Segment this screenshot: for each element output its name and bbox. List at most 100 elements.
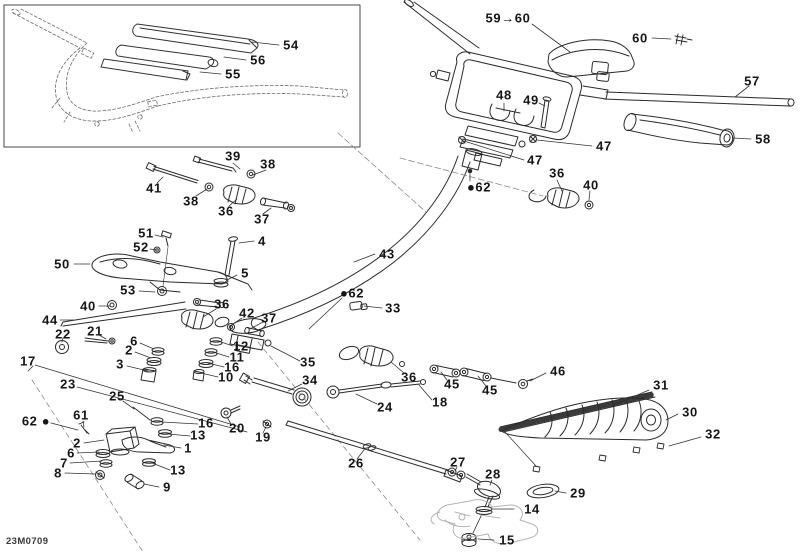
part-callout-1: 1: [184, 440, 192, 456]
part-26-27-rod: [285, 420, 482, 486]
part-callout-27: 27: [450, 454, 466, 470]
part-39-41-tie-rods: [145, 155, 295, 212]
part-callout-55: 55: [225, 66, 241, 82]
part-2-1-block-bracket: [105, 426, 175, 456]
part-callout-57: 57: [744, 73, 760, 89]
part-24-18-links: [326, 379, 426, 399]
part-callout-37: 37: [261, 310, 277, 326]
part-callout-6: 6: [130, 333, 138, 349]
part-61-62-screw: [78, 421, 90, 435]
part-callout-43: 43: [379, 246, 395, 262]
part-callout-9: 9: [163, 479, 171, 495]
part-callout-21: 21: [87, 323, 103, 339]
part-callout-46: 46: [550, 363, 566, 379]
part-51-52-53-4-5-hardware: [153, 230, 238, 296]
part-callout-3: 3: [116, 356, 124, 372]
part-callout-13: 13: [170, 462, 186, 478]
part-callout-62: ●62: [339, 285, 365, 301]
part-callout-18: 18: [432, 394, 448, 410]
part-callout-52: 52: [133, 239, 149, 255]
part-callout-2: 2: [125, 342, 133, 358]
part-callout-47: 47: [527, 152, 543, 168]
part-54-56-55-pads: [100, 23, 259, 81]
part-callout-10: 10: [218, 369, 234, 385]
part-callout-12: 12: [233, 338, 249, 354]
part-callout-17: 17: [20, 353, 36, 369]
part-callout-11: 11: [229, 349, 245, 365]
part-callout-6: 6: [67, 445, 75, 461]
part-30-handle: [501, 397, 669, 441]
part-35-lower-clamp: [229, 333, 272, 354]
part-callout-41: 41: [146, 180, 162, 196]
part-29-ring: [526, 483, 560, 499]
part-callout-62: 62 ●: [21, 413, 51, 429]
part-callout-54: 54: [283, 37, 299, 53]
part-callout-7: 7: [60, 455, 68, 471]
block-axis-line: [31, 379, 144, 552]
part-callout-38: 38: [260, 156, 276, 172]
part-59-60-pad: [547, 39, 635, 82]
part-callout-36: 36: [549, 165, 565, 181]
part-callout-58: 58: [755, 131, 771, 147]
part-callout-51: 51: [138, 225, 154, 241]
part-callout-34: 34: [302, 372, 318, 388]
part-callout-36: 36: [214, 296, 230, 312]
part-57-handlebar-tubes: [403, 0, 795, 107]
part-47-48-49-clamp-plate: [429, 51, 609, 171]
part-callout-22: 22: [55, 326, 71, 342]
part-callout-4: 4: [258, 233, 266, 249]
construction-line-inset: [337, 132, 427, 213]
inset-handlebar-ghost: [11, 8, 348, 134]
part-callout-42: 42: [239, 305, 255, 321]
part-callout-37: 37: [254, 211, 270, 227]
part-callout-61: 61: [73, 407, 89, 423]
part-callout-16: 16: [224, 359, 240, 375]
part-60-screw: [674, 33, 693, 46]
part-43-steering-column: [250, 155, 471, 331]
part-58-grip: [623, 112, 735, 148]
part-callout-26: 26: [348, 455, 364, 471]
part-36-40-coupler-right: [467, 168, 594, 210]
part-6-2-3-stack: [140, 347, 165, 383]
part-callout-45: 45: [482, 382, 498, 398]
part-callout-35: 35: [300, 354, 316, 370]
part-callout-20: 20: [229, 420, 245, 436]
part-callout-53: 53: [120, 282, 136, 298]
part-callout-19: 19: [255, 429, 271, 445]
part-12-11-16-10-stack: [192, 337, 223, 382]
part-callout-33: 33: [385, 300, 401, 316]
part-callout-44: 44: [42, 312, 58, 328]
part-28-14-15-ball-joint: [461, 480, 502, 547]
part-callout-5: 5: [241, 265, 249, 281]
part-callout-30: 30: [682, 404, 698, 420]
construction-line-upper: [399, 157, 544, 197]
part-callout-40: 40: [80, 298, 96, 314]
drawing-code: 23M0709: [6, 536, 49, 547]
part-callout-32: 32: [705, 426, 721, 442]
part-32-clips: [504, 431, 665, 473]
part-callout-49: 49: [523, 92, 539, 108]
part-callout-38: 38: [183, 193, 199, 209]
part-6-7-8-9-13-washers: [95, 406, 156, 490]
part-callout-2: 2: [73, 435, 81, 451]
inset-box: [3, 4, 361, 148]
part-callout-25: 25: [109, 388, 125, 404]
part-callout-40: 40: [583, 177, 599, 193]
part-callout-31: 31: [653, 377, 669, 393]
part-callout-36: 36: [401, 369, 417, 385]
part-callout-48: 48: [496, 87, 512, 103]
part-callout-45: 45: [444, 376, 460, 392]
part-callout-24: 24: [377, 399, 393, 415]
part-callout-16: 16: [198, 415, 214, 431]
part-callout-5960: 59→60: [485, 10, 531, 26]
part-44-arm: [55, 298, 225, 354]
part-callout-23: 23: [60, 376, 76, 392]
part-callout-8: 8: [54, 465, 62, 481]
part-callout-14: 14: [524, 501, 540, 517]
part-callout-56: 56: [250, 52, 266, 68]
part-callout-13: 13: [190, 427, 206, 443]
part-callout-39: 39: [225, 148, 241, 164]
part-callout-47: 47: [596, 138, 612, 154]
part-callout-60: 60: [632, 30, 648, 46]
